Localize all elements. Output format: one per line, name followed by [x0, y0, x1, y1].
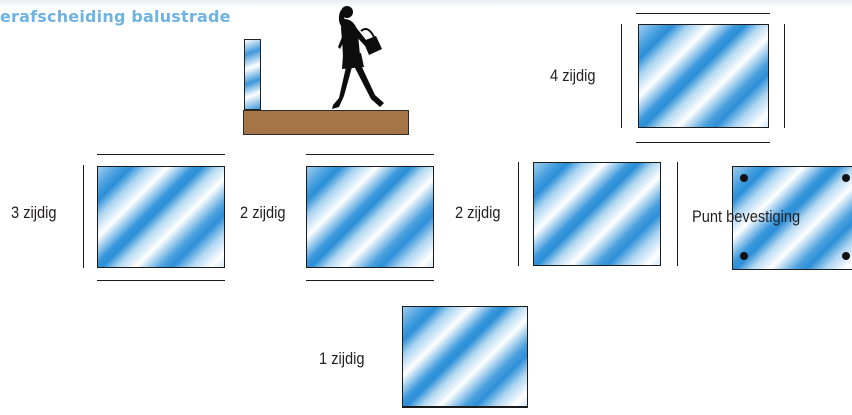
frame-bottom-3-sided	[97, 280, 225, 281]
frame-bottom-2-sided-horizontal	[306, 280, 434, 281]
frame-bottom-1-sided	[402, 407, 528, 408]
walking-person-icon	[332, 6, 384, 109]
page-title: erafscheiding balustrade	[0, 7, 231, 26]
label-2-sided-vertical: 2 zijdig	[455, 203, 501, 222]
frame-top-2-sided-horizontal	[306, 154, 434, 155]
frame-left-2-sided-vertical	[518, 162, 519, 266]
frame-top-3-sided	[97, 154, 225, 155]
glass-pane-point-fixing	[732, 166, 852, 270]
glass-pane-2-sided-vertical	[533, 162, 661, 266]
fixing-point-top-left	[740, 174, 748, 182]
glass-pane-3-sided	[97, 166, 225, 268]
fixing-point-bottom-left	[740, 252, 748, 260]
frame-bottom-4-sided	[636, 142, 770, 143]
frame-left-3-sided	[83, 165, 84, 268]
top-border-strip	[0, 0, 852, 8]
fixing-point-bottom-right	[842, 252, 850, 260]
glass-pane-4-sided	[638, 24, 769, 128]
frame-left-4-sided	[621, 24, 622, 128]
glass-pane-1-sided	[402, 306, 528, 407]
label-4-sided: 4 zijdig	[550, 66, 596, 85]
frame-right-4-sided	[784, 24, 785, 128]
label-1-sided: 1 zijdig	[319, 349, 365, 368]
label-3-sided: 3 zijdig	[11, 203, 57, 222]
glass-pane-2-sided-horizontal	[306, 166, 434, 268]
frame-top-4-sided	[636, 13, 770, 14]
floor-slab	[243, 110, 409, 135]
label-2-sided-horizontal: 2 zijdig	[240, 203, 286, 222]
label-point-fixing: Punt bevestiging	[692, 207, 801, 226]
fixing-point-top-right	[842, 174, 850, 182]
frame-right-2-sided-vertical	[677, 162, 678, 266]
balustrade-glass-panel	[244, 39, 261, 110]
